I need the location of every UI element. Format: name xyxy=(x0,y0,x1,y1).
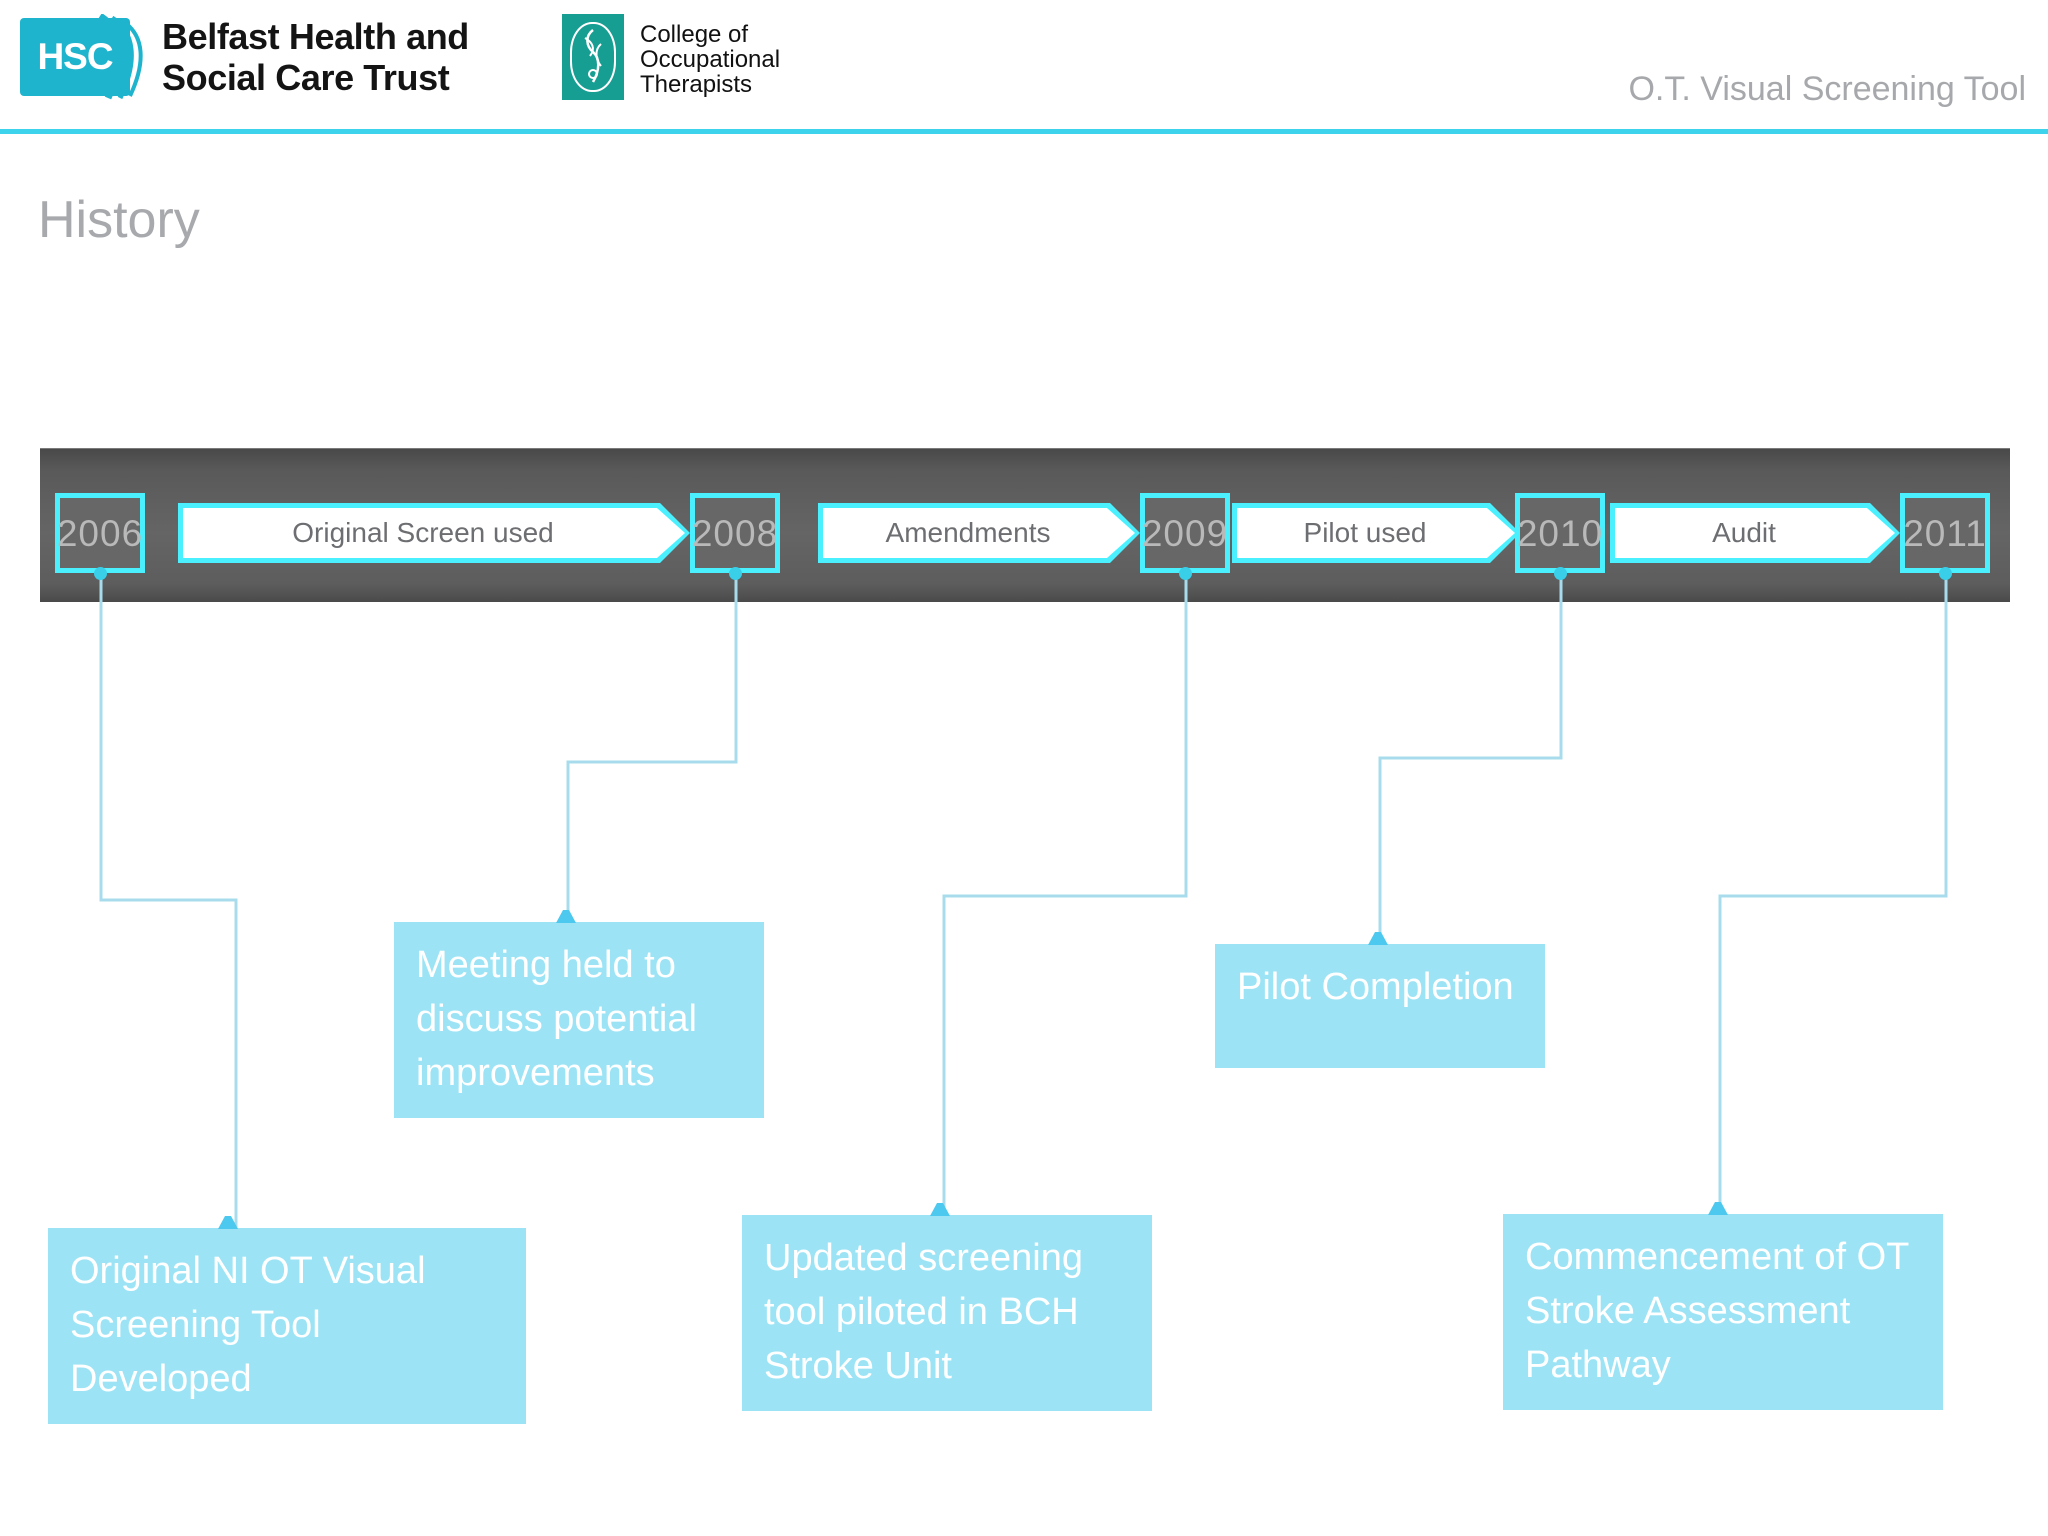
year-label: 2010 xyxy=(1516,512,1604,554)
callout-2009[interactable]: Updated screening tool piloted in BCH St… xyxy=(742,1215,1152,1411)
segment-label: Original Screen used xyxy=(292,517,554,548)
page-title: History xyxy=(38,191,200,249)
connector-2009 xyxy=(942,573,1188,1215)
callout-text: Original NI OT Visual Screening Tool Dev… xyxy=(70,1250,426,1400)
timeline-segment-3[interactable]: Pilot used xyxy=(1232,503,1520,563)
trust-name-line-1: Belfast Health and xyxy=(162,16,469,57)
header-divider xyxy=(0,129,2048,134)
segment-label: Audit xyxy=(1712,517,1776,548)
callout-2011-nub-icon xyxy=(1708,1202,1728,1215)
timeline-year-2011[interactable]: 2011 xyxy=(1900,493,1990,573)
college-name-line-1: College of xyxy=(640,21,749,48)
connector-2011 xyxy=(1718,573,1948,1214)
segment-inner: Amendments xyxy=(823,508,1135,558)
timeline-anchor-dot-2008 xyxy=(729,567,742,580)
year-label: 2009 xyxy=(1141,512,1229,554)
timeline-segment-4[interactable]: Audit xyxy=(1610,503,1900,563)
hsc-logo-text: HSC xyxy=(37,36,113,77)
hsc-trust-name: Belfast Health and Social Care Trust xyxy=(162,16,582,102)
segment-inner: Original Screen used xyxy=(183,508,685,558)
callout-text: Commencement of OT Stroke Assessment Pat… xyxy=(1525,1236,1909,1386)
callout-2006-nub-icon xyxy=(218,1216,238,1229)
callout-text: Pilot Completion xyxy=(1237,966,1514,1008)
connector-2006 xyxy=(99,573,238,1228)
timeline-anchor-dot-2010 xyxy=(1554,567,1567,580)
college-of-occupational-therapists-logo xyxy=(562,14,624,100)
connector-2008 xyxy=(566,573,738,922)
year-label: 2008 xyxy=(691,512,779,554)
connector-2010 xyxy=(1378,573,1563,944)
timeline-year-2008[interactable]: 2008 xyxy=(690,493,780,573)
timeline-year-2009[interactable]: 2009 xyxy=(1140,493,1230,573)
timeline-segment-2[interactable]: Amendments xyxy=(818,503,1140,563)
segment-label: Pilot used xyxy=(1303,517,1427,548)
segment-inner: Audit xyxy=(1615,508,1895,558)
segment-label: Amendments xyxy=(885,517,1051,548)
year-label: 2006 xyxy=(56,512,144,554)
timeline-segment-1[interactable]: Original Screen used xyxy=(178,503,690,563)
slide-header: HSC Belfast Health and Social Care Trust xyxy=(0,0,2048,134)
callout-2010-nub-icon xyxy=(1368,932,1388,945)
college-name-line-2: Occupational xyxy=(640,46,781,73)
callout-2008[interactable]: Meeting held to discuss potential improv… xyxy=(394,922,764,1118)
callout-2006[interactable]: Original NI OT Visual Screening Tool Dev… xyxy=(48,1228,526,1424)
college-name: College of Occupational Therapists xyxy=(640,22,890,97)
timeline-anchor-dot-2009 xyxy=(1179,567,1192,580)
college-name-line-3: Therapists xyxy=(640,71,753,98)
trust-name-line-2: Social Care Trust xyxy=(162,57,450,98)
cot-emblem-icon xyxy=(570,22,616,92)
year-label: 2011 xyxy=(1903,512,1987,554)
timeline-anchor-dot-2011 xyxy=(1939,567,1952,580)
callout-2008-nub-icon xyxy=(556,910,576,923)
hsc-swoosh-icon xyxy=(96,14,146,100)
timeline-year-2010[interactable]: 2010 xyxy=(1515,493,1605,573)
callout-2010[interactable]: Pilot Completion xyxy=(1215,944,1545,1068)
callout-text: Meeting held to discuss potential improv… xyxy=(416,944,697,1094)
callout-text: Updated screening tool piloted in BCH St… xyxy=(764,1237,1083,1387)
timeline-year-2006[interactable]: 2006 xyxy=(55,493,145,573)
document-title: O.T. Visual Screening Tool xyxy=(1628,70,2026,108)
callout-2009-nub-icon xyxy=(930,1203,950,1216)
callout-2011[interactable]: Commencement of OT Stroke Assessment Pat… xyxy=(1503,1214,1943,1410)
segment-inner: Pilot used xyxy=(1237,508,1515,558)
timeline-anchor-dot-2006 xyxy=(94,567,107,580)
